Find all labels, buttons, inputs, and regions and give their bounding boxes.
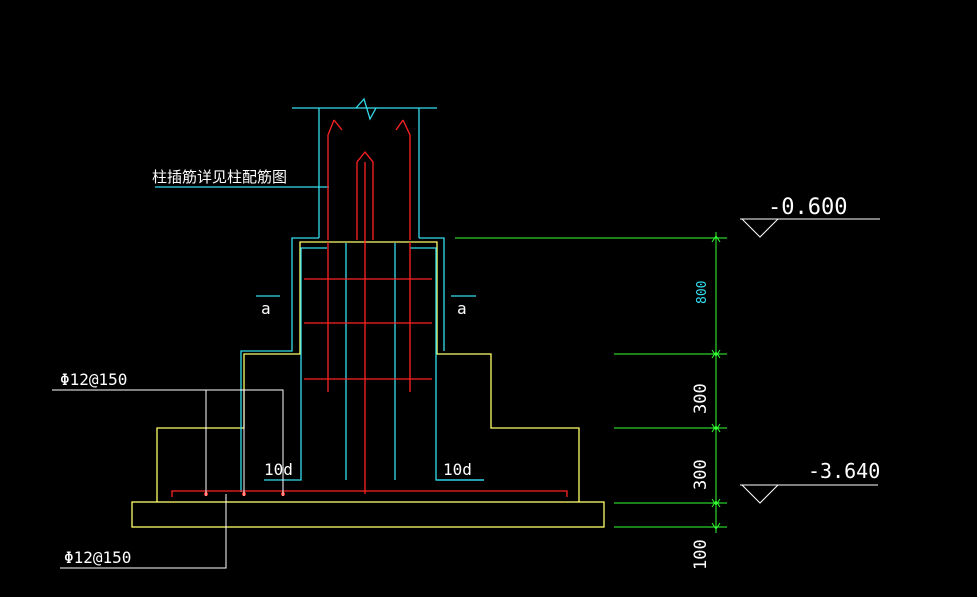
dowel-left-hook [333,119,343,131]
dim-tick [711,425,721,433]
dim-tick [711,235,721,243]
dowel-left [327,119,335,240]
level-top-triangle [740,218,780,238]
dim-tick [711,522,721,530]
dim-tick [711,423,721,431]
leader-lines [52,218,880,569]
section-mark-left: a [261,299,271,318]
section-mark-right: a [457,299,467,318]
outer-stirrup [240,237,319,492]
column-outline [155,97,484,492]
level-bottom-triangle [740,484,780,504]
anchor-left-label: 10d [264,460,293,479]
dowel-center-left [356,150,374,240]
column-dowel-note: 柱插筋详见柱配筋图 [152,168,287,186]
inner-stirrup-left [264,247,327,481]
dim-tick [711,351,721,359]
footing-profile [156,241,580,502]
break-symbol [355,97,377,121]
bedding-layer [131,501,605,528]
dim-tick [711,498,721,506]
bottom-mesh-bar [171,490,568,497]
dim-label-300-lower: 300 [691,459,711,490]
dowel-right [402,119,411,240]
dim-label-300-upper: 300 [691,383,711,414]
rebar-upper-leader [52,389,284,496]
anchor-right-label: 10d [443,460,472,479]
level-top-label: -0.600 [768,195,847,220]
concrete-outline [131,241,605,528]
level-bottom-label: -3.640 [808,459,880,483]
dim-tick [711,349,721,357]
dowel-right-hook [395,119,404,131]
outer-stirrup-right [419,237,445,351]
rebar [171,119,568,497]
dim-label-100: 100 [691,539,711,570]
rebar-upper-label: Φ12@150 [60,370,127,389]
rebar-lower-label: Φ12@150 [64,548,131,567]
dimension-lines [455,232,727,533]
dim-tick [711,500,721,508]
rebar-lower-leader [60,494,227,569]
dim-label-800: 800 [695,281,710,304]
inner-stirrup-right [410,247,484,481]
